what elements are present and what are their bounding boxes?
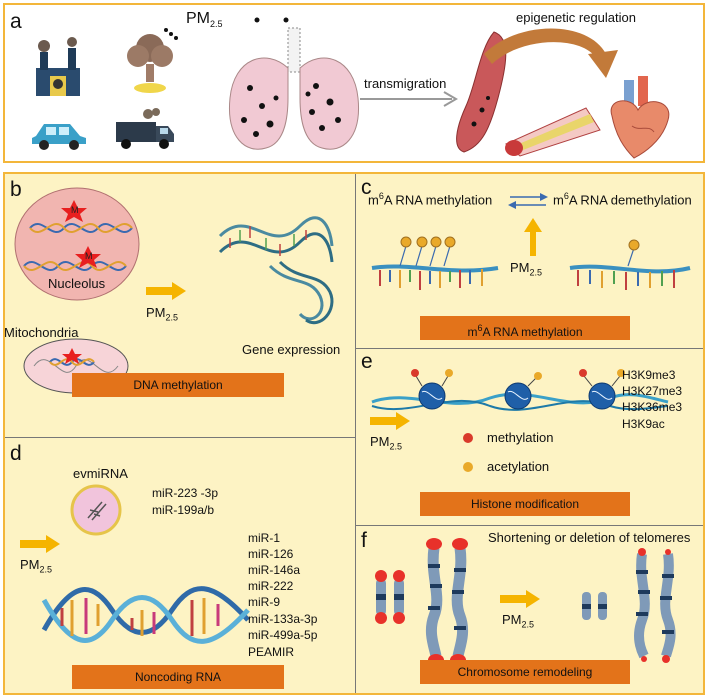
particle-dots [164, 17, 289, 40]
six-sup: 6 [563, 191, 569, 201]
chromosome-remodeling-bar: Chromosome remodeling [420, 660, 630, 684]
histone-mark-1: H3K9me3 [622, 368, 676, 382]
pm25-label-c: PM2.5 [510, 260, 542, 278]
pm25-label-e: PM2.5 [370, 434, 402, 452]
transmigration-arrow [360, 98, 452, 100]
truck-icon [116, 108, 174, 149]
reversible-arrows [508, 193, 548, 209]
gene-expression-label: Gene expression [242, 342, 341, 357]
mir-list-2: miR-126 [248, 547, 294, 561]
acetylation-legend-label: acetylation [487, 459, 550, 474]
panel-e-letter: e [361, 350, 373, 373]
panel-c-letter: c [361, 176, 372, 199]
pm-arrow-d [20, 535, 60, 553]
pm25-label-a: PM2.5 [186, 10, 223, 29]
mir-list-1: miR-1 [248, 531, 280, 545]
divider-ef [356, 525, 703, 526]
rest-text: A RNA methylation [482, 325, 583, 339]
panel-d-letter: d [10, 442, 22, 465]
m-text: m [467, 325, 478, 339]
m6a-demethylation-label: m6A RNA demethylation [553, 191, 692, 207]
methyl-mark-1: M [71, 205, 79, 215]
histone-mark-2: H3K27me3 [622, 384, 683, 398]
transmigration-label: transmigration [364, 76, 447, 91]
panel-a-letter: a [10, 10, 22, 33]
pm-subscript: 2.5 [389, 441, 403, 452]
pm25-label-b: PM2.5 [146, 305, 178, 323]
pm-text: PM [370, 434, 390, 449]
pm-text: PM [146, 305, 166, 320]
mir-list-8: PEAMIR [248, 645, 295, 659]
mir-list-3: miR-146a [248, 563, 301, 577]
rna-methylated-strand [371, 236, 499, 290]
pm-subscript: 2.5 [529, 267, 543, 278]
methyl-mark-2: M [85, 251, 93, 261]
ev-mir-2: miR-199a/b [152, 503, 215, 517]
pm-subscript: 2.5 [210, 19, 223, 30]
panel-b-letter: b [10, 178, 22, 201]
extracellular-vesicle-icon [70, 484, 122, 536]
heart-icon [610, 76, 670, 159]
epigenetic-label: epigenetic regulation [516, 10, 636, 25]
pm-text: PM [502, 612, 522, 627]
mitochondria-label: Mitochondria [4, 325, 79, 340]
pm-subscript: 2.5 [521, 619, 535, 630]
lungs-icon [228, 27, 360, 150]
ev-mir-1: miR-223 -3p [152, 486, 219, 500]
pm-text: PM [510, 260, 530, 275]
pm-arrow-c [524, 218, 542, 256]
pm-text: PM [20, 557, 40, 572]
six-sup: 6 [378, 191, 384, 201]
rest-text: A RNA methylation [383, 192, 493, 208]
pm25-label-f: PM2.5 [502, 612, 534, 630]
mir-list-6: miR-133a-3p [248, 612, 318, 626]
panel-f-letter: f [361, 529, 367, 552]
m-text: m [368, 192, 379, 208]
nucleus-illustration: M M [14, 187, 140, 301]
nucleolus-label: Nucleolus [48, 276, 106, 291]
pm-subscript: 2.5 [165, 312, 179, 323]
dna-methylation-bar: DNA methylation [72, 373, 284, 397]
divider-vertical [355, 174, 356, 693]
artery-plaque-icon [505, 107, 601, 157]
chromosomes-after [582, 548, 676, 663]
methylation-legend-dot [463, 433, 473, 443]
nucleosome-chain [371, 369, 669, 411]
noncoding-rna-bar: Noncoding RNA [72, 665, 284, 689]
histone-mark-4: H3K9ac [622, 417, 665, 431]
pm-arrow-e [370, 412, 410, 430]
transmigration-arrowhead [443, 91, 458, 107]
rest-text: A RNA demethylation [568, 192, 692, 208]
histone-mark-3: H3K36me3 [622, 400, 683, 414]
m6a-methylation-label: m6A RNA methylation [368, 191, 492, 207]
car-icon [32, 124, 86, 150]
acetylation-legend-dot [463, 462, 473, 472]
m-text: m [553, 192, 564, 208]
pm25-label-d: PM2.5 [20, 557, 52, 575]
chromosomes-before [375, 538, 469, 666]
divider-ce [356, 348, 703, 349]
factory-icon [36, 37, 80, 96]
divider-bd [5, 437, 355, 438]
six-sup: 6 [477, 323, 483, 333]
pm-subscript: 2.5 [39, 564, 53, 575]
pm-arrow-b [146, 282, 186, 300]
pm-text: PM [186, 10, 210, 27]
rna-demethylated-strand [569, 239, 691, 290]
noncoding-rna-helix [41, 586, 250, 644]
pm-arrow-f [500, 590, 540, 608]
methylation-legend-label: methylation [487, 430, 554, 445]
dna-gene-expression-illustration [218, 216, 334, 324]
m6a-rna-methylation-bar: m6A RNA methylation [420, 316, 630, 340]
evmirna-label: evmiRNA [73, 466, 128, 481]
smoke-cloud-icon [127, 34, 173, 93]
mir-list-5: miR-9 [248, 595, 280, 609]
telomere-title: Shortening or deletion of telomeres [488, 530, 691, 545]
histone-modification-bar: Histone modification [420, 492, 630, 516]
epigenetic-curved-arrow [484, 28, 618, 78]
mir-list-7: miR-499a-5p [248, 628, 318, 642]
mir-list-4: miR-222 [248, 579, 294, 593]
